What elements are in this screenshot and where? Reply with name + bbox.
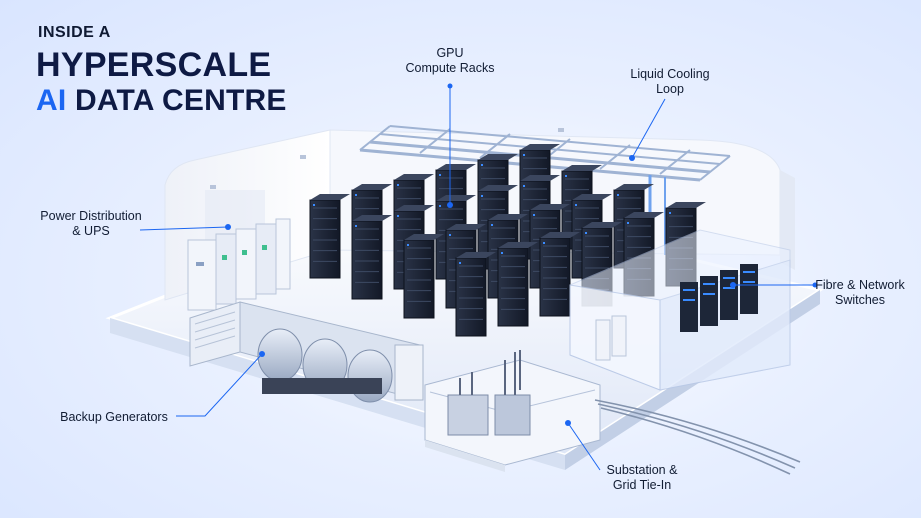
title-subline: AI DATA CENTRE <box>36 84 287 118</box>
callout-fibre-network-switches: Fibre & Network Switches <box>808 278 912 308</box>
rack-unit <box>497 242 538 327</box>
rack-unit <box>351 215 392 300</box>
callout-generators-line1: Backup Generators <box>60 410 168 424</box>
grid-cables <box>594 399 801 475</box>
callout-cooling-line1: Liquid Cooling <box>630 67 710 81</box>
title-kicker: INSIDE A <box>38 24 111 41</box>
callout-substation-line2: Grid Tie-In <box>612 478 672 492</box>
callout-leader-lines <box>139 86 815 471</box>
callout-gpu-compute-racks: GPU Compute Racks <box>397 46 503 76</box>
rack-unit <box>403 234 444 319</box>
callout-liquid-cooling-loop: Liquid Cooling Loop <box>615 67 725 97</box>
title-main: HYPERSCALE <box>36 46 272 84</box>
power-distribution-cabinets <box>187 218 291 311</box>
callout-substation-grid-tie-in: Substation & Grid Tie-In <box>592 463 692 493</box>
callout-power-distribution: Power Distribution & UPS <box>30 209 152 239</box>
network-switch-enclosure <box>569 229 791 391</box>
callout-network-line1: Fibre & Network <box>815 278 905 292</box>
callout-backup-generators: Backup Generators <box>52 410 176 425</box>
callout-power-line2: & UPS <box>72 224 110 238</box>
title-subline-rest: DATA CENTRE <box>74 84 287 117</box>
callout-cooling-line2: Loop <box>656 82 684 96</box>
callout-gpu-line2: Compute Racks <box>405 61 495 75</box>
backup-generators <box>189 301 424 403</box>
callout-anchor-dots <box>225 83 818 426</box>
rack-unit <box>455 252 496 337</box>
rack-unit <box>539 232 580 317</box>
rack-unit <box>309 194 350 279</box>
substation <box>424 350 601 472</box>
callout-gpu-line1: GPU <box>436 46 464 60</box>
title-accent: AI <box>36 84 67 117</box>
callout-power-line1: Power Distribution <box>40 209 142 223</box>
callout-substation-line1: Substation & <box>606 463 678 477</box>
callout-network-line2: Switches <box>834 293 886 307</box>
